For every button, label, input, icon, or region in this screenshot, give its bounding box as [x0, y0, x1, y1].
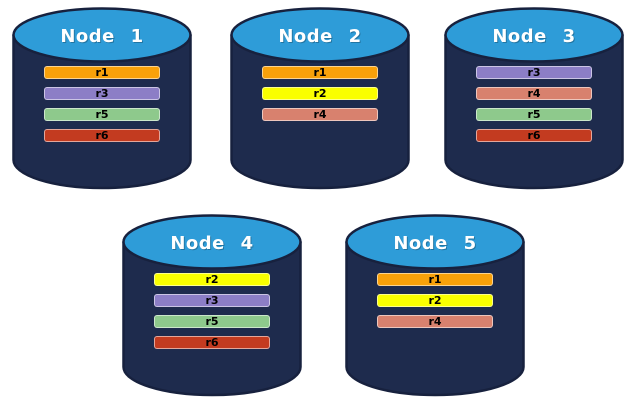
replica-bar-r5: r5 [476, 108, 592, 121]
node-title: Node 3 [492, 25, 576, 47]
replica-bar-r6: r6 [476, 129, 592, 142]
replica-bar-r5: r5 [154, 315, 270, 328]
replica-bar-r2: r2 [377, 294, 493, 307]
replica-bar-r4: r4 [377, 315, 493, 328]
replica-bar-r6: r6 [44, 129, 160, 142]
replica-list: r1 r2 r4 [262, 66, 378, 121]
replica-list: r1 r3 r5 r6 [44, 66, 160, 142]
replica-list: r2 r3 r5 r6 [154, 273, 270, 349]
node-title: Node 2 [278, 25, 362, 47]
replica-bar-r4: r4 [262, 108, 378, 121]
node-title: Node 4 [170, 232, 254, 254]
replica-bar-r1: r1 [262, 66, 378, 79]
db-node-4: Node 4 r2 r3 r5 r6 [121, 212, 303, 398]
replica-bar-r3: r3 [44, 87, 160, 100]
replica-bar-r2: r2 [262, 87, 378, 100]
db-node-5: Node 5 r1 r2 r4 [344, 212, 526, 398]
replica-bar-r5: r5 [44, 108, 160, 121]
db-node-1: Node 1 r1 r3 r5 r6 [11, 5, 193, 191]
replica-bar-r3: r3 [476, 66, 592, 79]
replica-list: r3 r4 r5 r6 [476, 66, 592, 142]
replica-bar-r6: r6 [154, 336, 270, 349]
replica-bar-r2: r2 [154, 273, 270, 286]
replica-bar-r1: r1 [377, 273, 493, 286]
replica-bar-r1: r1 [44, 66, 160, 79]
db-node-2: Node 2 r1 r2 r4 [229, 5, 411, 191]
db-node-3: Node 3 r3 r4 r5 r6 [443, 5, 625, 191]
replica-bar-r4: r4 [476, 87, 592, 100]
replica-bar-r3: r3 [154, 294, 270, 307]
node-title: Node 1 [60, 25, 144, 47]
replica-list: r1 r2 r4 [377, 273, 493, 328]
node-title: Node 5 [393, 232, 477, 254]
